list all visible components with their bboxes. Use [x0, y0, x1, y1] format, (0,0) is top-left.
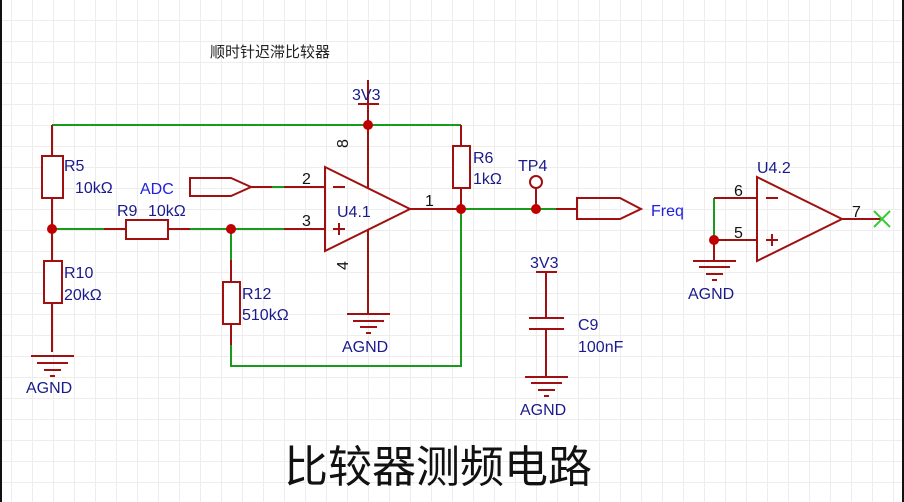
u42-ref: U4.2 — [757, 160, 791, 177]
resistor-r6[interactable]: R6 1kΩ — [452, 125, 502, 209]
gnd-u42-label: AGND — [688, 286, 734, 303]
junction-dot — [226, 224, 236, 234]
r10-ref: R10 — [64, 265, 93, 282]
opamp-u42[interactable]: U4.2 6 5 7 — [713, 160, 882, 263]
r5-value: 10kΩ — [75, 180, 113, 197]
r12-value: 510kΩ — [242, 307, 289, 324]
ground-symbol-u42: AGND — [688, 260, 736, 303]
gnd-u41-label: AGND — [342, 339, 388, 356]
c9-vcc-label: 3V3 — [530, 255, 559, 272]
gnd-r10-label: AGND — [26, 380, 72, 397]
u42-pin-6: 6 — [734, 183, 743, 200]
junction-dot — [456, 204, 466, 214]
junction-dot — [709, 235, 719, 245]
resistor-r10[interactable]: R10 20kΩ — [43, 229, 102, 352]
tp4-ref: TP4 — [518, 158, 547, 175]
u41-pin-4: 4 — [335, 261, 352, 270]
r10-value: 20kΩ — [64, 287, 102, 304]
no-connect-marker[interactable] — [873, 210, 891, 228]
wire-feedback[interactable] — [230, 209, 462, 367]
junction-dot — [531, 204, 541, 214]
r5-ref: R5 — [64, 158, 85, 175]
wires — [51, 124, 715, 367]
canvas-border-left — [0, 0, 2, 502]
u41-pin-3: 3 — [302, 213, 311, 230]
test-point-tp4[interactable]: TP4 — [518, 158, 547, 209]
c9-ref: C9 — [578, 317, 599, 334]
adc-label: ADC — [140, 181, 174, 198]
u41-pin-8: 8 — [335, 139, 352, 148]
net-port-freq[interactable]: Freq — [556, 197, 684, 220]
c9-value: 100nF — [578, 339, 624, 356]
r9-value: 10kΩ — [148, 203, 186, 220]
gnd-c9-label: AGND — [520, 402, 566, 419]
vcc-main-label: 3V3 — [352, 87, 381, 104]
u41-pin-2: 2 — [302, 171, 311, 188]
ground-symbol-r10: AGND — [26, 355, 74, 397]
junction-dot — [47, 224, 57, 234]
u42-pin-5: 5 — [734, 225, 743, 242]
net-port-adc[interactable]: ADC — [140, 177, 325, 198]
ground-symbol-c9: AGND — [520, 376, 568, 419]
r9-ref: R9 — [117, 203, 138, 220]
subtitle-text: 顺时针迟滞比较器 — [210, 43, 330, 61]
r12-ref: R12 — [242, 286, 271, 303]
u41-ref: U4.1 — [337, 204, 371, 221]
capacitor-c9[interactable]: 3V3 C9 100nF — [529, 255, 624, 376]
resistor-r5[interactable]: R5 10kΩ — [41, 125, 113, 229]
freq-label: Freq — [651, 203, 684, 220]
r6-ref: R6 — [473, 150, 494, 167]
canvas-border-right — [902, 0, 904, 502]
r6-value: 1kΩ — [473, 171, 502, 188]
u41-pin-1: 1 — [425, 193, 434, 210]
junction-dot — [363, 120, 373, 130]
u42-pin-7: 7 — [852, 204, 861, 221]
resistor-r9[interactable]: R9 10kΩ — [104, 203, 190, 240]
resistor-r12[interactable]: R12 510kΩ — [222, 260, 289, 345]
title-text: 比较器测频电路 — [284, 442, 592, 493]
opamp-u41[interactable]: U4.1 2 3 1 8 4 — [302, 80, 461, 314]
junctions — [47, 120, 719, 245]
ground-symbol-u41: AGND — [342, 313, 390, 356]
